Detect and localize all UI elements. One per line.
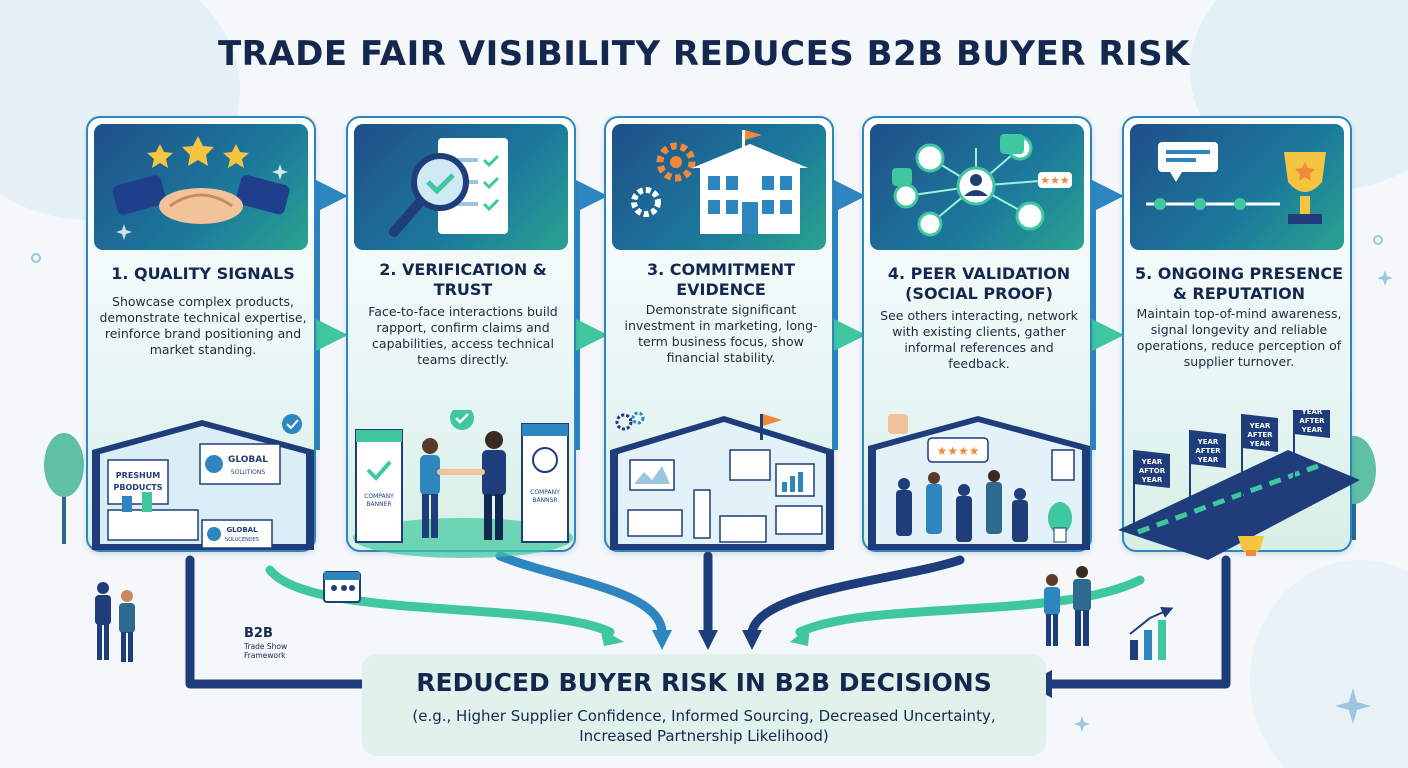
- svg-text:GLOBAL: GLOBAL: [228, 455, 268, 465]
- svg-text:YEAR: YEAR: [1249, 422, 1271, 430]
- outcome-arrow-step1: [265, 565, 615, 637]
- exhibition-booth-2: COMPANY BANNER COMPANY BANNSR: [342, 410, 584, 560]
- step-card-2: 2. VERIFICATION & TRUST Face-to-face int…: [346, 116, 576, 558]
- step-4-description: See others interacting, network with exi…: [880, 308, 1078, 371]
- step-2-description: Face-to-face interactions build rapport,…: [368, 304, 558, 367]
- svg-text:SOLUCENDES: SOLUCENDES: [225, 537, 259, 543]
- outcome-arrow-step4: [747, 555, 965, 637]
- svg-text:SOLUTIONS: SOLUTIONS: [231, 469, 266, 476]
- step-card-4: ★★★ 4. PEER VALIDATION (SOCIAL PROOF) Se…: [862, 116, 1092, 552]
- page-title: TRADE FAIR VISIBILITY REDUCES B2B BUYER …: [217, 34, 1191, 74]
- svg-text:★★★: ★★★: [1040, 174, 1070, 187]
- step-2-heading: 2. VERIFICATION & TRUST: [379, 260, 547, 299]
- calendar-people-icon: [323, 571, 361, 603]
- outcome-heading: REDUCED BUYER RISK IN B2B DECISIONS: [416, 668, 992, 697]
- svg-text:YEAR: YEAR: [1301, 410, 1323, 416]
- magnifier-checklist-icon: [354, 124, 568, 250]
- svg-text:YEAR: YEAR: [1249, 440, 1271, 448]
- framework-label-sub: Trade Show Framework: [244, 642, 288, 660]
- company-banner-right: [521, 423, 569, 543]
- outcome-arrow-step5: [795, 575, 1145, 637]
- exhibition-booth-3: [600, 410, 842, 560]
- svg-text:★★★★: ★★★★: [936, 444, 979, 458]
- outcome-box: REDUCED BUYER RISK IN B2B DECISIONS (e.g…: [362, 654, 1046, 756]
- network-people-icon: ★★★: [870, 124, 1084, 250]
- step-5-heading: 5. ONGOING PRESENCE & REPUTATION: [1134, 264, 1344, 303]
- svg-text:AFTER: AFTER: [1247, 431, 1273, 439]
- building-gears-icon: [612, 124, 826, 250]
- step-5-description: Maintain top-of-mind awareness, signal l…: [1136, 306, 1342, 369]
- growth-chart-icon: [1129, 606, 1174, 660]
- booth-sign-1: [107, 459, 169, 505]
- outcome-arrow-right: [1047, 555, 1231, 689]
- people-figures-right: [1044, 566, 1091, 646]
- svg-text:PBODUCTS: PBODUCTS: [114, 483, 163, 492]
- svg-text:COMPANY: COMPANY: [530, 489, 560, 496]
- outcome-arrow-left: [185, 555, 373, 689]
- booth-sign-1-text: PRESHUM: [116, 471, 160, 480]
- outcome-arrow-step2: [495, 551, 667, 637]
- svg-text:AFTOR: AFTOR: [1139, 467, 1166, 475]
- svg-text:YEAR: YEAR: [1141, 476, 1163, 484]
- step-1-description: Showcase complex products, demonstrate t…: [99, 294, 307, 357]
- framework-label-main: B2B: [244, 626, 273, 641]
- trophy-timeline-icon: [1130, 124, 1344, 250]
- svg-text:YEAR: YEAR: [1197, 456, 1219, 464]
- step-card-1: 1. QUALITY SIGNALS Showcase complex prod…: [86, 116, 316, 552]
- handshake-stars-icon: [94, 124, 308, 250]
- step-1-heading: 1. QUALITY SIGNALS: [111, 264, 295, 283]
- exhibition-booth-1: PRESHUM PBODUCTS GLOBAL SOLUTIONS GLOBAL…: [82, 410, 324, 560]
- svg-text:YEAR: YEAR: [1301, 426, 1323, 434]
- people-figures-left: [95, 582, 135, 662]
- svg-text:GLOBAL: GLOBAL: [226, 526, 258, 534]
- svg-text:AFTER: AFTER: [1195, 447, 1221, 455]
- outcome-subtext: (e.g., Higher Supplier Confidence, Infor…: [412, 707, 996, 745]
- svg-text:BANNSR: BANNSR: [532, 497, 557, 504]
- step-4-heading: 4. PEER VALIDATION (SOCIAL PROOF): [887, 264, 1071, 303]
- svg-text:YEAR: YEAR: [1141, 458, 1163, 466]
- step-card-5: 5. ONGOING PRESENCE & REPUTATION Maintai…: [1118, 116, 1360, 560]
- step-card-3: 3. COMMITMENT EVIDENCE Demonstrate signi…: [604, 116, 834, 552]
- svg-text:COMPANY: COMPANY: [364, 493, 394, 500]
- step-3-heading: 3. COMMITMENT EVIDENCE: [647, 260, 795, 299]
- company-banner-left: [355, 429, 403, 543]
- svg-text:YEAR: YEAR: [1197, 438, 1219, 446]
- svg-text:BANNER: BANNER: [366, 501, 391, 508]
- framework-label: B2B Trade Show Framework: [244, 626, 314, 660]
- exhibition-booth-4: ★★★★: [858, 410, 1100, 560]
- svg-text:AFTER: AFTER: [1299, 417, 1325, 425]
- step-3-description: Demonstrate significant investment in ma…: [624, 302, 818, 365]
